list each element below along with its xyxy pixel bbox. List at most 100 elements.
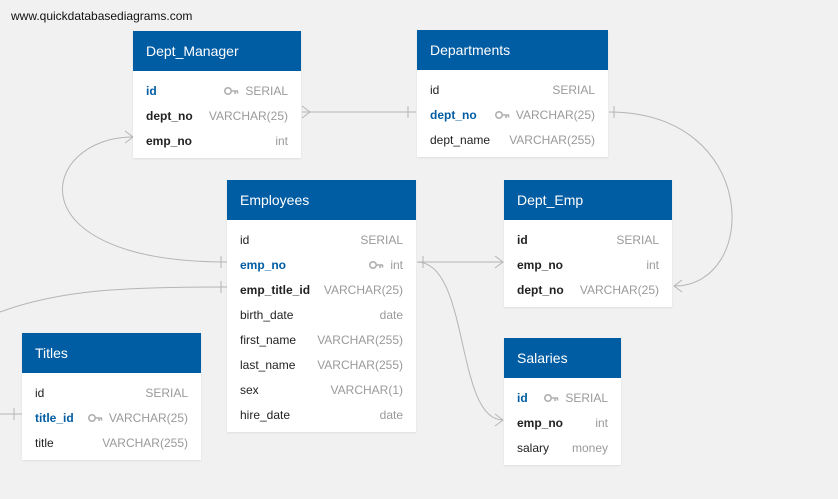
column-type-label: SERIAL: [565, 390, 608, 405]
column-type: SERIAL: [224, 84, 288, 98]
table-body: id SERIAL emp_no int dept_no VARCHAR(25): [504, 220, 672, 307]
table-header[interactable]: Departments: [417, 30, 608, 70]
watermark: www.quickdatabasediagrams.com: [11, 9, 193, 23]
column-type: VARCHAR(1): [331, 383, 403, 397]
column-name: id: [517, 232, 528, 247]
column-type: VARCHAR(25): [494, 107, 595, 122]
column-type: SERIAL: [360, 233, 403, 247]
column-type-label: int: [646, 257, 659, 272]
column-row[interactable]: emp_no int: [133, 128, 301, 153]
column-name: id: [430, 82, 440, 97]
table-header[interactable]: Dept_Emp: [504, 180, 672, 220]
column-type-label: VARCHAR(255): [509, 132, 595, 147]
column-type-label: VARCHAR(25): [208, 108, 288, 123]
column-row[interactable]: id SERIAL: [504, 227, 672, 252]
column-type: VARCHAR(25): [87, 411, 188, 425]
column-type-label: VARCHAR(25): [515, 107, 595, 122]
link-employees-deptmanager: [62, 136, 228, 263]
column-type: money: [572, 441, 608, 455]
key-icon: [87, 413, 103, 422]
column-type-label: money: [571, 440, 608, 455]
table-header[interactable]: Dept_Manager: [133, 31, 301, 71]
column-type: SERIAL: [552, 83, 595, 97]
column-row[interactable]: salary money: [504, 435, 621, 460]
column-type: int: [595, 416, 608, 430]
column-type-label: SERIAL: [616, 232, 659, 247]
column-type-label: VARCHAR(1): [330, 382, 403, 397]
column-name: last_name: [240, 357, 296, 372]
column-name: emp_no: [517, 415, 564, 430]
column-name: emp_no: [240, 257, 287, 272]
column-type: int: [646, 258, 659, 272]
column-type-label: VARCHAR(25): [323, 282, 403, 297]
column-type-label: VARCHAR(255): [317, 332, 403, 347]
column-name: birth_date: [240, 307, 294, 322]
column-row[interactable]: birth_date date: [227, 302, 416, 327]
link-departments-deptemp: [608, 111, 733, 287]
column-row[interactable]: emp_no int: [504, 410, 621, 435]
link-titles-employees: [0, 286, 228, 313]
column-name: first_name: [240, 332, 297, 347]
column-name: dept_no: [517, 282, 564, 297]
table-header[interactable]: Salaries: [504, 338, 621, 378]
column-type: SERIAL: [616, 233, 659, 247]
key-icon: [369, 260, 384, 269]
column-type: VARCHAR(255): [317, 358, 403, 372]
column-row[interactable]: last_name VARCHAR(255): [227, 352, 416, 377]
column-type-label: VARCHAR(255): [102, 435, 188, 450]
column-row[interactable]: first_name VARCHAR(255): [227, 327, 416, 352]
column-name: emp_no: [146, 133, 193, 148]
column-type: date: [380, 308, 403, 322]
column-name: id: [146, 83, 157, 98]
table-header[interactable]: Titles: [22, 333, 201, 373]
column-row[interactable]: emp_no int: [504, 252, 672, 277]
column-type: VARCHAR(25): [580, 283, 659, 297]
column-type: VARCHAR(255): [317, 333, 403, 347]
column-type: VARCHAR(255): [102, 436, 188, 450]
column-name: salary: [517, 440, 550, 455]
column-row[interactable]: emp_title_id VARCHAR(25): [227, 277, 416, 302]
key-icon: [224, 86, 239, 95]
column-name: id: [35, 385, 45, 400]
column-type-label: SERIAL: [245, 83, 288, 98]
column-name: emp_title_id: [240, 282, 311, 297]
column-type: SERIAL: [544, 391, 608, 405]
column-type-label: int: [275, 133, 288, 148]
column-row[interactable]: emp_no int: [227, 252, 416, 277]
column-type: int: [369, 258, 403, 272]
key-icon: [544, 393, 559, 402]
table-header[interactable]: Employees: [227, 180, 416, 220]
column-type-label: int: [595, 415, 608, 430]
link-employees-salaries: [416, 261, 504, 421]
column-row[interactable]: id SERIAL: [133, 78, 301, 103]
column-row[interactable]: id SERIAL: [417, 77, 608, 102]
column-type-label: SERIAL: [360, 232, 403, 247]
column-name: emp_no: [517, 257, 564, 272]
column-row[interactable]: dept_no VARCHAR(25): [504, 277, 672, 302]
column-type: VARCHAR(25): [324, 283, 403, 297]
column-type: VARCHAR(25): [209, 109, 288, 123]
column-type-label: VARCHAR(25): [579, 282, 659, 297]
column-type-label: date: [379, 307, 403, 322]
